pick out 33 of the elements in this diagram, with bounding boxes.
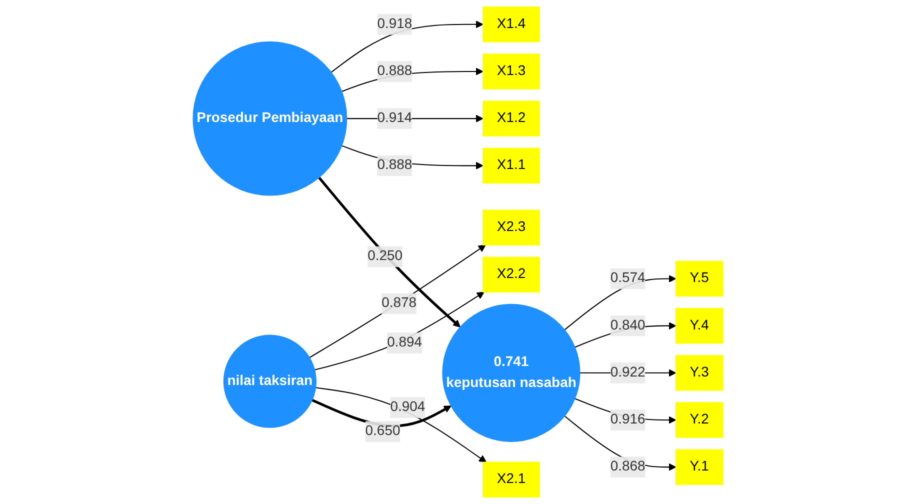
arrow	[316, 387, 487, 462]
edge-label: 0.840	[610, 318, 646, 333]
edge-label: 0.918	[377, 16, 412, 32]
node-box: Y.1	[675, 449, 724, 485]
node-box: Y.5	[675, 260, 724, 297]
arrow	[314, 292, 484, 370]
node-circle: nilai taksiran	[223, 334, 316, 428]
node-box: X2.3	[482, 210, 540, 246]
edge-label: 0.888	[377, 64, 412, 78]
node-box: X1.2	[482, 100, 540, 136]
edge-label: 0.868	[610, 459, 646, 474]
edge-label: 0.878	[382, 296, 416, 311]
node-box: X2.2	[482, 256, 540, 293]
node-box: Y.3	[675, 355, 724, 391]
node-box: X2.1	[482, 462, 540, 498]
edge-label: 0.904	[390, 400, 426, 415]
edge-label: 0.250	[368, 248, 402, 264]
edge-label: 0.916	[610, 412, 646, 427]
edge-label: 0.888	[377, 158, 412, 173]
edge-label: 0.650	[365, 424, 400, 439]
node-box: Y.4	[675, 308, 724, 344]
node-circle: 0.741 keputusan nasabah	[442, 304, 580, 442]
edge-label: 0.922	[610, 365, 646, 380]
edge-label: 0.914	[377, 110, 412, 126]
arrow	[318, 176, 461, 328]
arrow	[309, 244, 486, 358]
edge-label: 0.894	[387, 335, 422, 350]
node-box: X1.4	[482, 6, 540, 42]
node-box: X1.1	[482, 148, 540, 184]
node-circle: Prosedur Pembiayaan	[192, 41, 348, 196]
node-box: X1.3	[482, 54, 540, 90]
edge-label: 0.574	[610, 270, 646, 286]
node-box: Y.2	[675, 402, 724, 438]
